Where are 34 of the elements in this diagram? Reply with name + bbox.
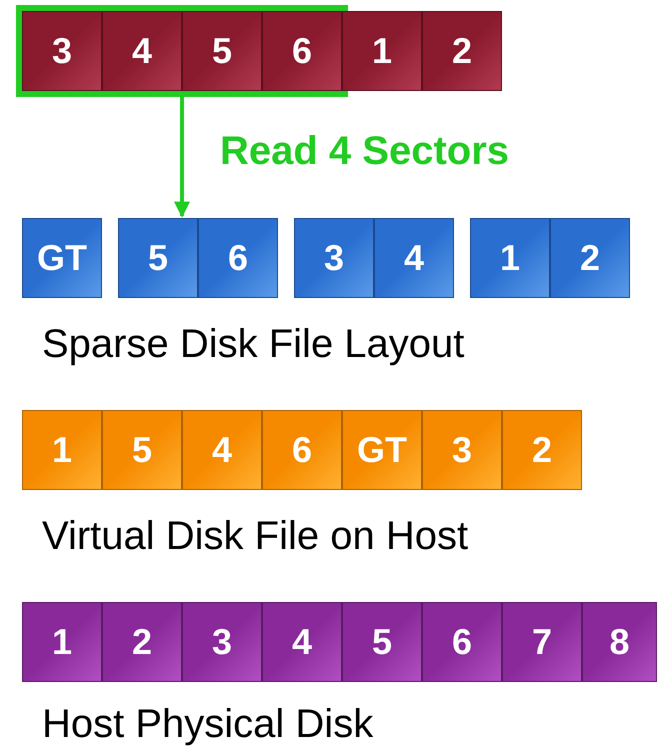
sector-block: 8	[582, 602, 657, 682]
sector-block: 1	[470, 218, 550, 298]
edge-label: Read 4 Sectors	[220, 129, 510, 173]
sector-block: 3	[22, 11, 102, 91]
sector-block: 5	[102, 410, 182, 490]
sector-block: 1	[22, 410, 102, 490]
caption-text: Virtual Disk File on Host	[42, 514, 468, 558]
sector-block: 2	[550, 218, 630, 298]
sector-block: 6	[262, 410, 342, 490]
arrow	[174, 97, 190, 218]
sector-block: 4	[102, 11, 182, 91]
sector-block: 4	[262, 602, 342, 682]
sector-block: 6	[422, 602, 502, 682]
sector-block: 2	[102, 602, 182, 682]
sector-block: 1	[22, 602, 102, 682]
sector-block: 3	[182, 602, 262, 682]
caption-text: Sparse Disk File Layout	[42, 322, 464, 366]
sector-block: 6	[198, 218, 278, 298]
sector-block: GT	[22, 218, 102, 298]
sector-block: 2	[502, 410, 582, 490]
sector-block: 4	[182, 410, 262, 490]
sector-block: 2	[422, 11, 502, 91]
sector-block: 3	[422, 410, 502, 490]
selection-frame	[16, 5, 348, 97]
sector-block: GT	[342, 410, 422, 490]
sector-block: 5	[182, 11, 262, 91]
sector-block: 7	[502, 602, 582, 682]
caption-text: Host Physical Disk	[42, 702, 374, 746]
sector-block: 3	[294, 218, 374, 298]
sector-block: 6	[262, 11, 342, 91]
sector-block: 5	[118, 218, 198, 298]
sector-block: 4	[374, 218, 454, 298]
sector-block: 5	[342, 602, 422, 682]
sector-block: 1	[342, 11, 422, 91]
